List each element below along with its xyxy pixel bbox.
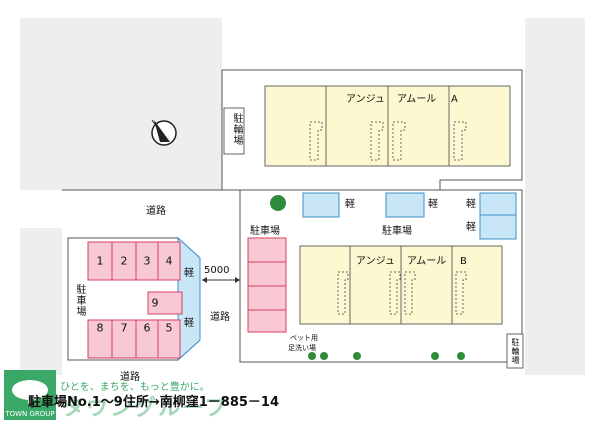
road-label-right: 道路 [210, 312, 230, 323]
bicycle-label-bottom: 駐輪場 [511, 338, 520, 365]
kei-label-3: 軽 [466, 199, 476, 210]
bicycle-label-top: 駐輪場 [231, 113, 242, 146]
lot-strip-1 [247, 237, 287, 263]
bicycle-box-top [223, 107, 245, 155]
ground-left-bottom [20, 228, 62, 375]
lot-number-1: 1 [96, 254, 104, 268]
pet-label-1: ペット用 [290, 334, 318, 342]
tree-logo-icon [12, 380, 48, 404]
lot-1 [87, 241, 113, 281]
lot-number-6: 6 [143, 321, 151, 335]
building-a-name2: アムール [397, 94, 437, 105]
tree-icons [270, 195, 465, 360]
building-a-suffix: A [451, 94, 458, 105]
kei-lot-2 [385, 192, 425, 218]
lot-8 [87, 319, 113, 359]
kei-label-5: 軽 [184, 268, 194, 279]
lot-number-8: 8 [96, 321, 104, 335]
kei-lot-3 [479, 192, 517, 216]
brand-logo: TOWN GROUP [4, 370, 56, 420]
parking-label-center: 駐車場 [250, 226, 280, 237]
left-lot-right-shade [177, 236, 201, 362]
lot-strip-2 [247, 261, 287, 287]
kei-label-6: 軽 [184, 318, 194, 329]
lot-2 [111, 241, 137, 281]
footer-note: 駐車場No.1～9住所→南柳窪1－885－14 [28, 395, 280, 410]
lot-number-4: 4 [165, 254, 173, 268]
building-b-name: アンジュ [356, 256, 395, 267]
lot-number-5: 5 [165, 321, 173, 335]
ground-top-right [525, 18, 585, 190]
pet-label-2: 足洗い場 [288, 344, 316, 352]
lot-number-3: 3 [143, 254, 151, 268]
ground-right-strip [525, 190, 585, 375]
lot-number-9: 9 [151, 296, 159, 310]
lot-9 [147, 291, 183, 315]
road-label-top: 道路 [146, 206, 166, 217]
brand-name-en: TOWN GROUP [5, 410, 55, 418]
kei-label-4: 軽 [466, 222, 476, 233]
kei-label-1: 軽 [345, 199, 355, 210]
kei-lot-1 [302, 192, 340, 218]
building-b-suffix: B [460, 256, 467, 267]
lot-4 [157, 241, 181, 281]
lot-strip-3 [247, 285, 287, 311]
ground-top-left [20, 18, 222, 190]
lot-5 [157, 319, 181, 359]
kei-label-2: 軽 [428, 199, 438, 210]
building-b-name2: アムール [407, 256, 447, 267]
bicycle-box-bottom [506, 333, 524, 369]
distance-label: 5000 [204, 265, 230, 276]
brand-tagline: ひとを、まちを、もっと豊かに。 [60, 382, 210, 393]
parking-label-left: 駐車場 [74, 284, 85, 317]
kei-lot-4 [479, 214, 517, 240]
building-a-name: アンジュ [346, 94, 385, 105]
parking-label-right: 駐車場 [382, 226, 412, 237]
road-label-bottom: 道路 [120, 372, 140, 383]
lot-number-2: 2 [120, 254, 128, 268]
brand-name-jp: タウングループ [62, 396, 229, 421]
lot-strip-4 [247, 309, 287, 333]
north-arrow-icon [151, 119, 177, 146]
lot-number-7: 7 [120, 321, 128, 335]
